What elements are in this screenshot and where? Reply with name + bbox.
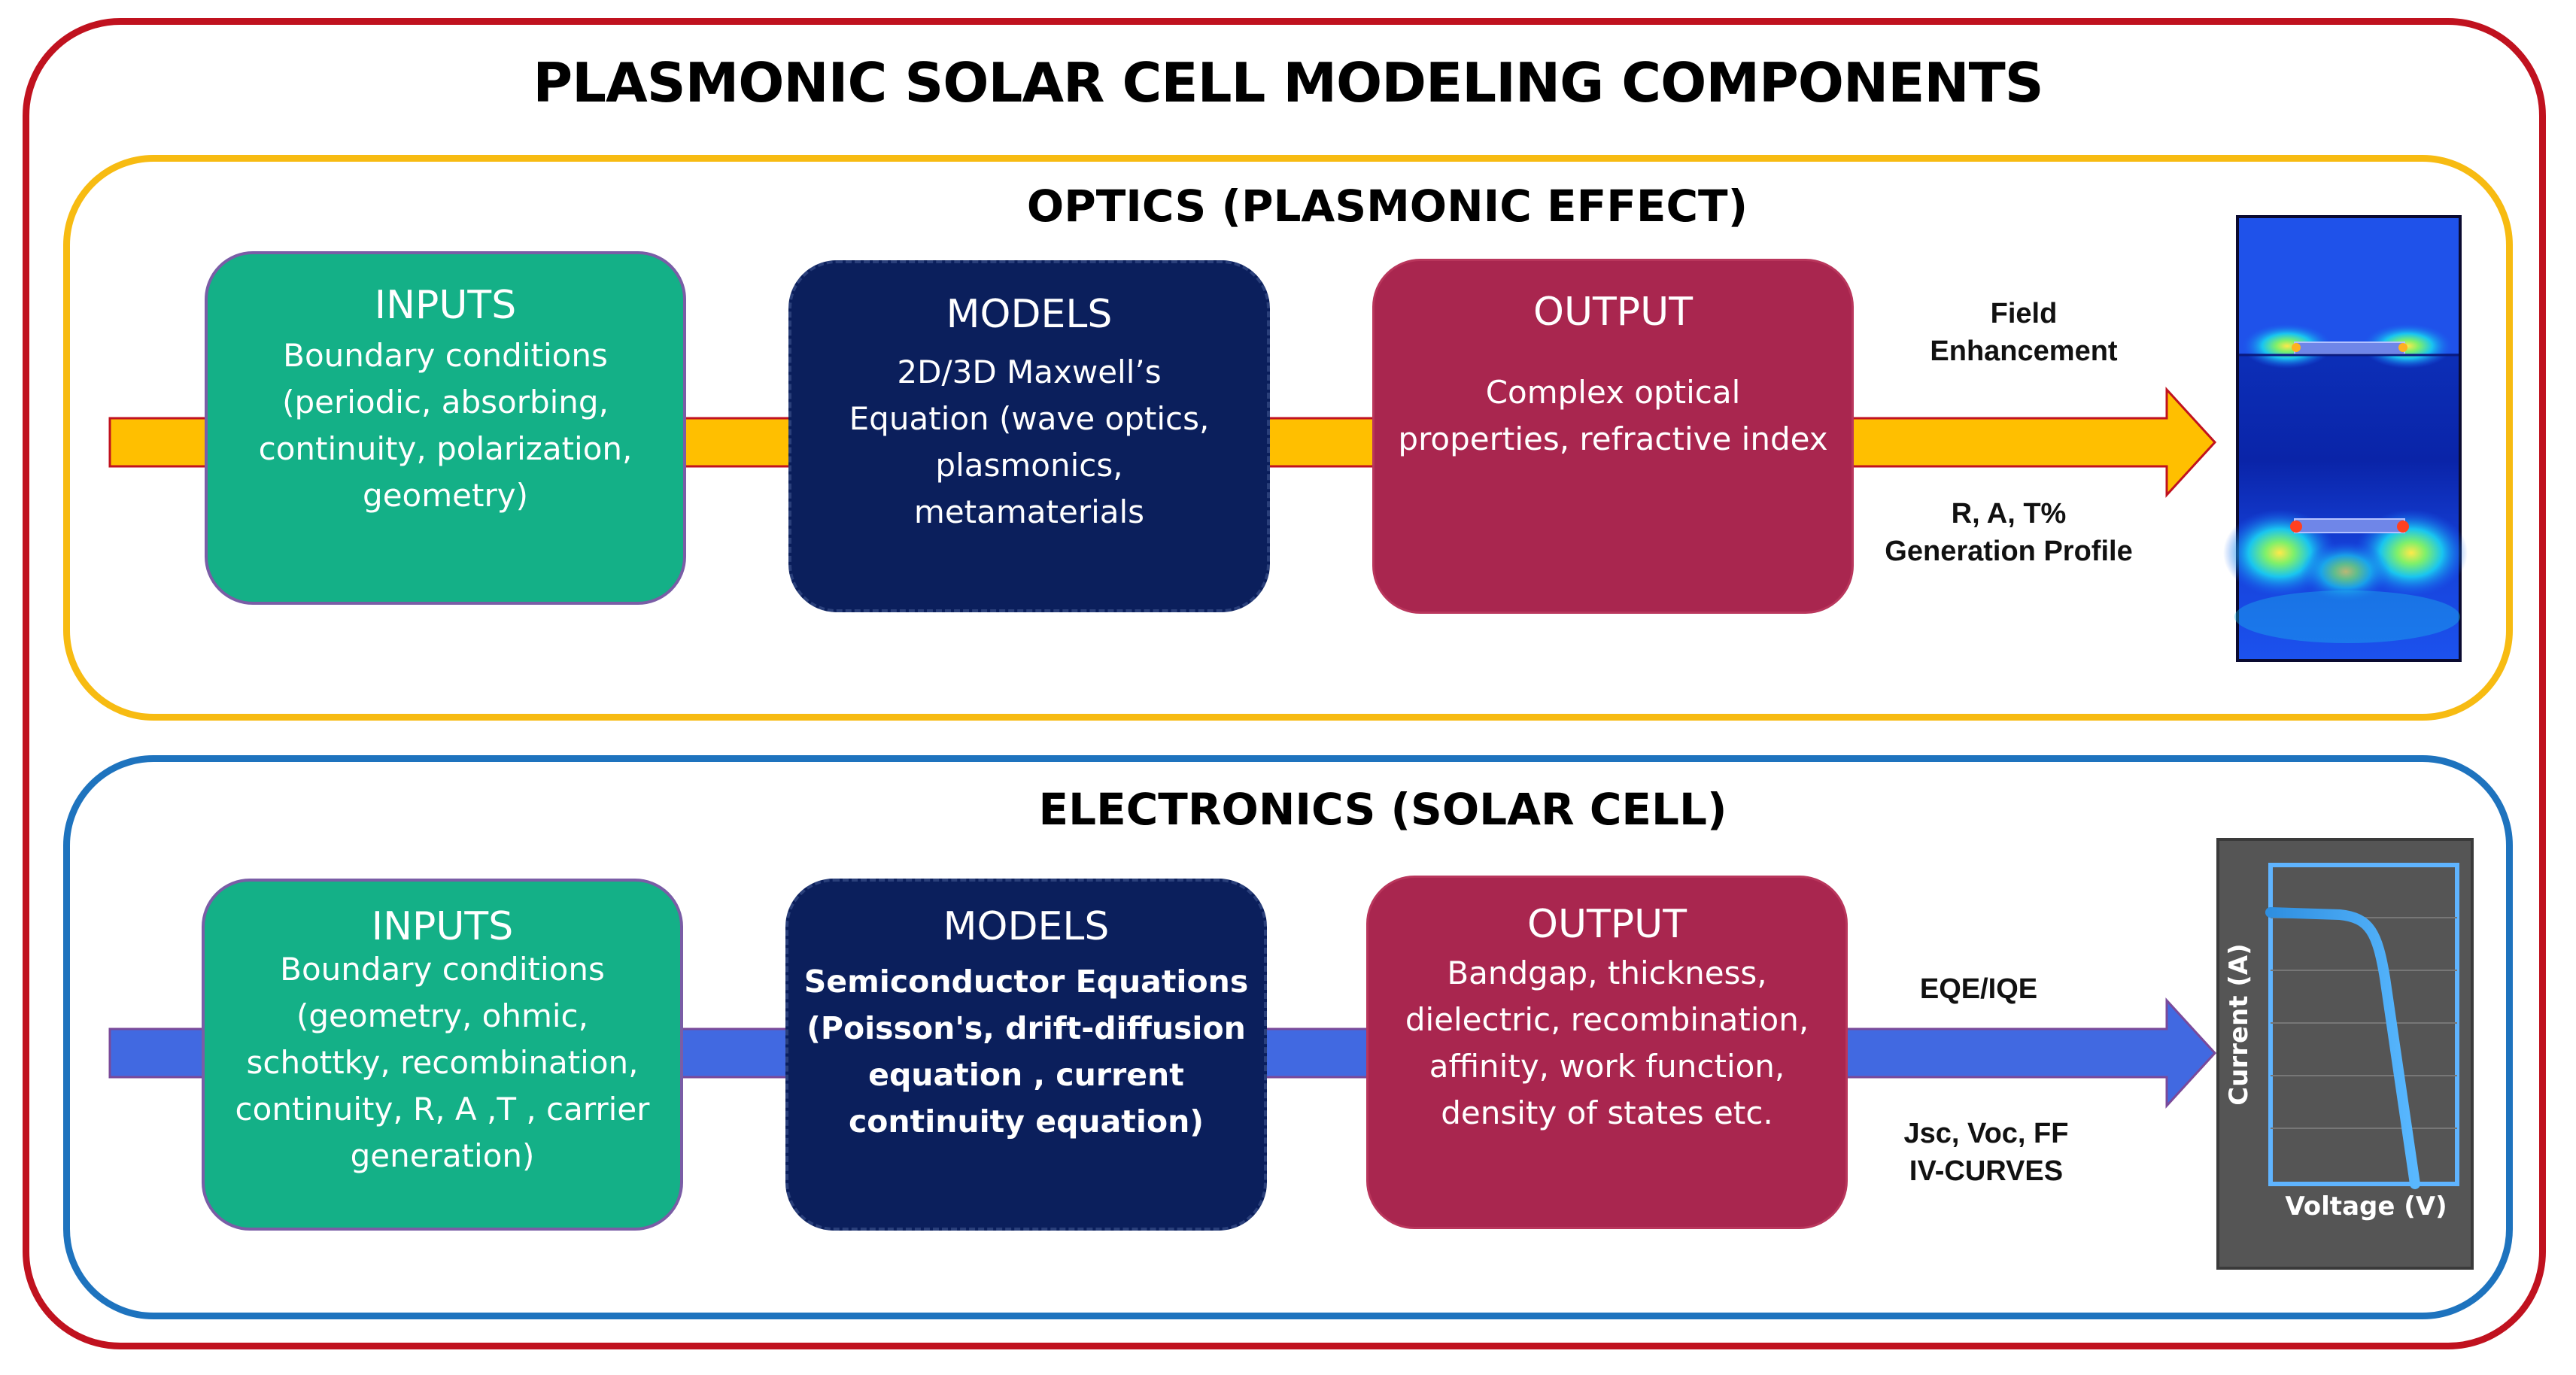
electronics-inputs-heading: INPUTS	[371, 904, 514, 949]
electronics-models-box: MODELS Semiconductor Equations (Poisson'…	[785, 879, 1267, 1231]
optics-models-text: 2D/3D Maxwell’s Equation (wave optics, p…	[849, 354, 1210, 530]
iv-curve-line	[2265, 907, 2420, 1189]
optics-output-heading: OUTPUT	[1533, 290, 1693, 335]
electronics-panel	[63, 755, 2513, 1319]
optics-models-box: MODELS 2D/3D Maxwell’s Equation (wave op…	[788, 260, 1270, 612]
electronics-output-box: OUTPUT Bandgap, thickness, dielectric, r…	[1366, 876, 1848, 1229]
optics-output-box: OUTPUT Complex optical properties, refra…	[1372, 259, 1854, 614]
optics-title: OPTICS (PLASMONIC EFFECT)	[1026, 181, 1748, 232]
eqe-iqe-label: EQE/IQE	[1919, 973, 2038, 1005]
jsc-voc-ff-label: Jsc, Voc, FF IV-CURVES	[1903, 1118, 2069, 1187]
electronics-title: ELECTRONICS (SOLAR CELL)	[1038, 784, 1727, 835]
field-enhancement-label: Field Enhancement	[1930, 298, 2118, 367]
optics-inputs-text: Boundary conditions (periodic, absorbing…	[258, 337, 633, 514]
field-enhancement-image	[2223, 215, 2468, 662]
electronics-models-heading: MODELS	[943, 904, 1110, 949]
optics-inputs-box: INPUTS Boundary conditions (periodic, ab…	[205, 251, 686, 605]
optics-models-heading: MODELS	[946, 292, 1113, 337]
outer-frame	[23, 18, 2546, 1349]
electronics-models-text: Semiconductor Equations (Poisson's, drif…	[803, 964, 1249, 1140]
optics-panel	[63, 155, 2513, 721]
rat-generation-label: R, A, T% Generation Profile	[1885, 498, 2133, 567]
page-title: PLASMONIC SOLAR CELL MODELING COMPONENTS	[533, 51, 2043, 114]
iv-ylabel: Current (A)	[2224, 943, 2254, 1106]
electronics-inputs-box: INPUTS Boundary conditions (geometry, oh…	[202, 879, 683, 1231]
electronics-output-text: Bandgap, thickness, dielectric, recombin…	[1405, 955, 1809, 1131]
iv-curve-chart	[2216, 838, 2474, 1270]
optics-inputs-heading: INPUTS	[374, 283, 517, 328]
electronics-output-heading: OUTPUT	[1527, 902, 1687, 947]
iv-xlabel: Voltage (V)	[2285, 1191, 2447, 1222]
electronics-inputs-text: Boundary conditions (geometry, ohmic, sc…	[235, 951, 650, 1174]
optics-output-text: Complex optical properties, refractive i…	[1398, 374, 1828, 457]
